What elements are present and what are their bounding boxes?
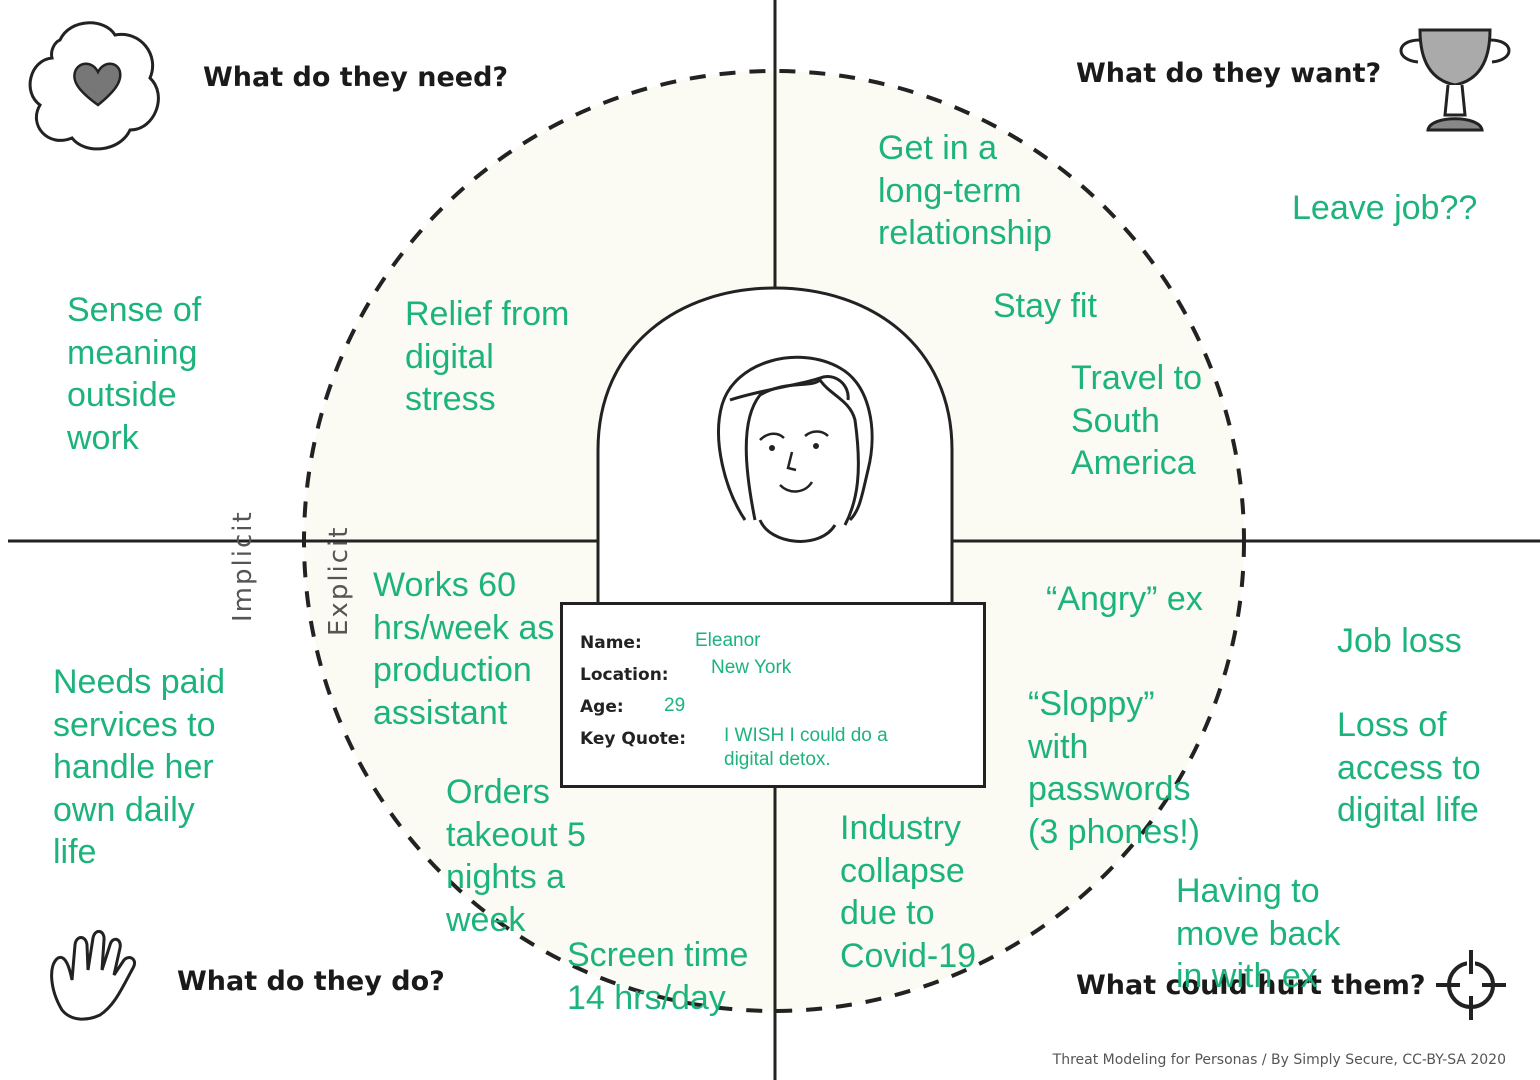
- note-need-explicit: Relief from digital stress: [405, 295, 570, 418]
- note-do-works: Works 60 hrs/week as production assistan…: [373, 566, 555, 732]
- hurt-header: What could hurt them?: [1076, 970, 1426, 1001]
- note-want-leave: Leave job??: [1292, 189, 1478, 227]
- name-value: Eleanor: [695, 630, 761, 651]
- location-value: New York: [711, 657, 792, 678]
- hand-icon: [50, 930, 137, 1021]
- note-need-implicit: Sense of meaning outside work: [67, 291, 202, 457]
- note-want-travel: Travel to South America: [1071, 359, 1203, 482]
- implicit-label: Implicit: [228, 510, 258, 622]
- note-do-orders: Orders takeout 5 nights a week: [446, 773, 586, 939]
- woman-face-icon: [717, 355, 874, 543]
- heart-cloud-icon: [28, 21, 160, 151]
- want-header: What do they want?: [1076, 58, 1382, 89]
- age-value: 29: [664, 695, 686, 716]
- note-hurt-moveback: Having to move back in with ex: [1176, 872, 1341, 995]
- name-label: Name:: [580, 633, 642, 653]
- quote-label: Key Quote:: [580, 729, 687, 749]
- trophy-icon: [1399, 28, 1511, 132]
- note-hurt-sloppy: “Sloppy” with passwords (3 phones!): [1028, 685, 1200, 851]
- persona-info-box: Name: Eleanor Location: New York Age: 29…: [560, 602, 986, 788]
- note-do-implicit: Needs paid services to handle her own da…: [53, 663, 226, 871]
- note-hurt-jobloss: Job loss: [1337, 622, 1462, 660]
- explicit-label: Explicit: [324, 525, 354, 636]
- footer-credit: Threat Modeling for Personas / By Simply…: [1052, 1052, 1506, 1068]
- need-header: What do they need?: [203, 62, 509, 93]
- location-label: Location:: [580, 665, 669, 685]
- do-header: What do they do?: [177, 966, 445, 997]
- crosshair-icon: [1436, 950, 1506, 1020]
- note-hurt-angry: “Angry” ex: [1046, 580, 1203, 618]
- quote-value: I WISH I could do a digital detox.: [724, 725, 888, 770]
- note-want-fit: Stay fit: [993, 287, 1097, 325]
- note-hurt-access: Loss of access to digital life: [1337, 706, 1481, 829]
- age-label: Age:: [580, 697, 624, 717]
- note-want-relationship: Get in a long-term relationship: [878, 129, 1052, 252]
- note-do-screen: Screen time 14 hrs/day: [567, 936, 749, 1017]
- note-hurt-industry: Industry collapse due to Covid-19: [840, 809, 977, 975]
